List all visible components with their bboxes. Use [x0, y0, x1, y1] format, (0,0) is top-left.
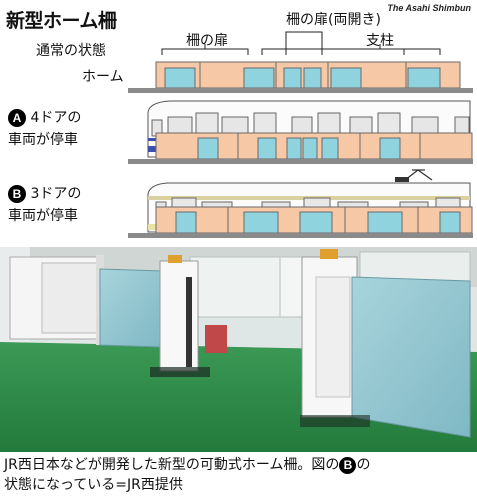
case-b-line1: 3ドアの [30, 186, 82, 202]
caption-line2: 状態になっている=JR西提供 [4, 477, 183, 493]
case-a-line1: 4ドアの [30, 110, 82, 126]
double-door-label: 柵の扉(両開き) [286, 12, 381, 28]
double-door-label-bracket [285, 31, 323, 55]
caption-text-end: の [356, 457, 371, 473]
caption-badge: B [339, 456, 357, 474]
fence-diagram [128, 31, 473, 238]
case-a-row [128, 100, 473, 164]
fence-photo [0, 247, 477, 452]
pillar-label-bracket [261, 48, 441, 55]
normal-state-row [128, 31, 473, 93]
normal-state-label: 通常の状態 [36, 43, 106, 59]
case-a-line2: 車両が停車 [8, 132, 78, 148]
case-b-label: B 3ドアの [8, 184, 81, 204]
case-a-label: A 4ドアの [8, 108, 81, 128]
page-title: 新型ホーム柵 [6, 10, 117, 32]
door-label: 柵の扉 [186, 33, 228, 49]
caption-text-start: JR西日本などが開発した新型の可動式ホーム柵。図の [4, 457, 340, 473]
pillar-label: 支柱 [366, 33, 394, 49]
credit-text: The Asahi Shimbun [387, 3, 471, 13]
case-b-badge: B [8, 185, 26, 203]
case-b-line2: 車両が停車 [8, 208, 78, 224]
case-a-badge: A [8, 109, 26, 127]
case-b-row [128, 169, 473, 238]
platform-label: ホーム [82, 69, 124, 85]
